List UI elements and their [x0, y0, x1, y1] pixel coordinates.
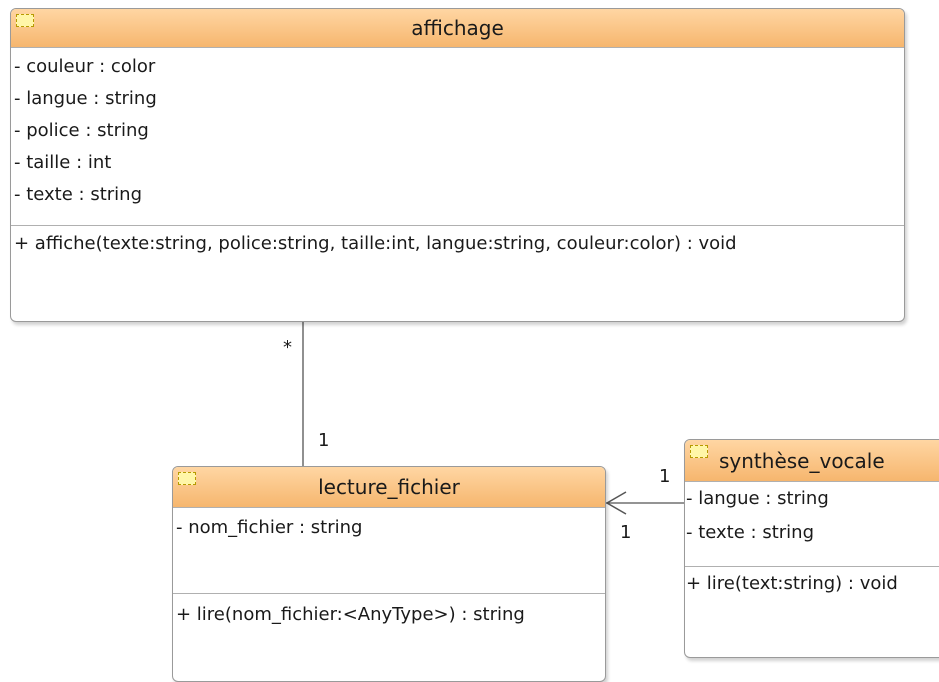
- class-header: affichage: [11, 9, 904, 48]
- class-synthese-vocale[interactable]: synthèse_vocale - langue : string - text…: [684, 439, 939, 658]
- operations-section: + affiche(texte:string, police:string, t…: [11, 226, 904, 262]
- operation: + lire(nom_fichier:<AnyType>) : string: [176, 604, 525, 625]
- attribute: - nom_fichier : string: [176, 517, 363, 538]
- class-header: synthèse_vocale: [685, 440, 939, 482]
- class-header: lecture_fichier: [173, 467, 605, 508]
- class-name: lecture_fichier: [318, 475, 460, 499]
- attributes-section: - nom_fichier : string: [173, 508, 605, 594]
- attributes-section: - langue : string - texte : string: [685, 482, 939, 567]
- class-name: affichage: [411, 16, 504, 40]
- multiplicity-label: 1: [318, 430, 330, 451]
- attribute: - texte : string: [686, 522, 814, 543]
- attribute: - taille : int: [14, 152, 112, 173]
- attributes-section: - couleur : color - langue : string - po…: [11, 48, 904, 226]
- class-stereotype-icon: [16, 14, 34, 27]
- multiplicity-label: 1: [659, 466, 671, 487]
- class-stereotype-icon: [690, 445, 708, 458]
- multiplicity-label: *: [283, 337, 292, 358]
- class-stereotype-icon: [178, 472, 196, 485]
- operation: + lire(text:string) : void: [686, 573, 898, 594]
- multiplicity-label: 1: [620, 522, 632, 543]
- navigability-arrow-icon: [605, 491, 627, 515]
- operations-section: + lire(text:string) : void: [685, 567, 939, 603]
- attribute: - langue : string: [686, 488, 829, 509]
- attribute: - couleur : color: [14, 56, 156, 77]
- operations-section: + lire(nom_fichier:<AnyType>) : string: [173, 594, 605, 633]
- attribute: - texte : string: [14, 184, 142, 205]
- operation: + affiche(texte:string, police:string, t…: [14, 233, 737, 254]
- class-name: synthèse_vocale: [719, 449, 885, 473]
- class-lecture-fichier[interactable]: lecture_fichier - nom_fichier : string +…: [172, 466, 606, 682]
- attribute: - langue : string: [14, 88, 157, 109]
- class-affichage[interactable]: affichage - couleur : color - langue : s…: [10, 8, 905, 322]
- attribute: - police : string: [14, 120, 149, 141]
